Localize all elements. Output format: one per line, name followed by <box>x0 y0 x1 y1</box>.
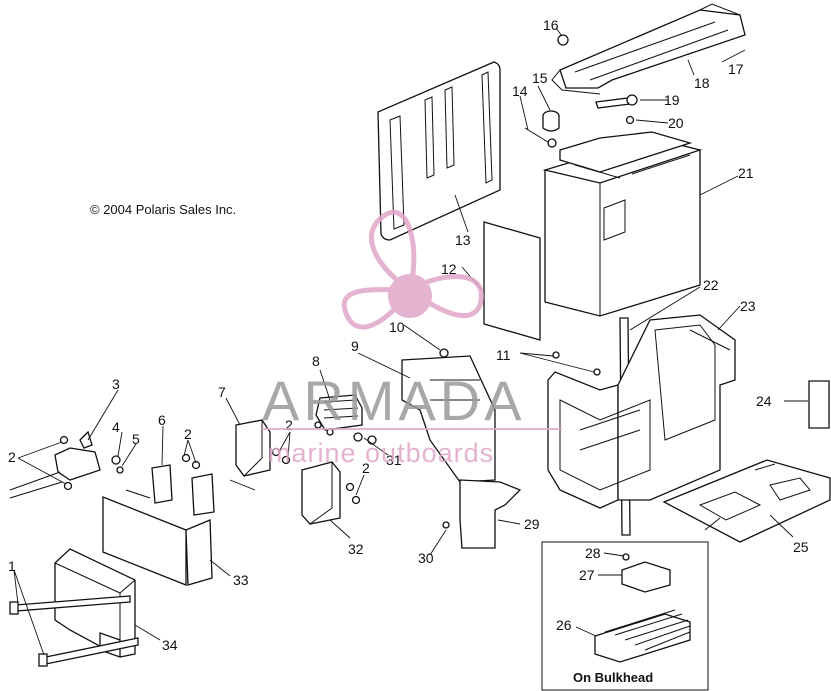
callout-30: 30 <box>418 550 434 566</box>
callout-6: 6 <box>158 412 166 428</box>
inset-caption: On Bulkhead <box>573 670 653 685</box>
part-screws-11 <box>552 351 601 376</box>
callout-15: 15 <box>532 70 548 86</box>
callout-18: 18 <box>694 75 710 91</box>
part-bracket-33 <box>102 489 213 586</box>
callout-9: 9 <box>351 338 359 354</box>
part-nut-5 <box>116 466 124 474</box>
part-relay-7 <box>235 419 271 477</box>
callout-2-left: 2 <box>8 449 16 465</box>
part-battery <box>542 131 703 317</box>
part-screws-2-mid <box>271 447 291 465</box>
copyright-text: © 2004 Polaris Sales Inc. <box>90 202 236 217</box>
leader-lines <box>13 27 808 656</box>
callout-5: 5 <box>132 431 140 447</box>
callout-20: 20 <box>668 115 684 131</box>
callout-16: 16 <box>543 17 559 33</box>
callout-29: 29 <box>524 516 540 532</box>
part-pad-12 <box>483 221 541 341</box>
part-terminals-31 <box>314 421 334 436</box>
part-battery-tray <box>547 314 736 509</box>
callout-2-relay7: 2 <box>285 417 293 433</box>
part-cable-14 <box>524 127 557 148</box>
part-nut-10 <box>439 348 449 358</box>
callout-21: 21 <box>738 165 754 181</box>
propeller-logo-icon <box>341 210 484 330</box>
callout-1: 1 <box>8 558 16 574</box>
part-terminal-cap-15 <box>542 110 560 132</box>
callout-19: 19 <box>664 92 680 108</box>
inset-on-bulkhead: On Bulkhead <box>541 541 709 691</box>
callout-10: 10 <box>389 319 405 335</box>
part-fuse-block-8 <box>315 394 377 445</box>
callout-17: 17 <box>728 61 744 77</box>
callout-25: 25 <box>793 539 809 555</box>
callout-24: 24 <box>756 393 772 409</box>
callout-13: 13 <box>455 232 471 248</box>
callout-26: 26 <box>556 617 572 633</box>
callout-8: 8 <box>312 353 320 369</box>
part-screw-30 <box>442 521 450 529</box>
callout-33: 33 <box>233 572 249 588</box>
part-harness-3 <box>9 430 101 499</box>
callout-27: 27 <box>579 567 595 583</box>
part-washer-4 <box>111 455 121 465</box>
watermark-brand: ARMADA <box>262 369 526 432</box>
part-relays-6 <box>151 453 215 516</box>
callout-2-relays: 2 <box>184 426 192 442</box>
watermark: ARMADA marine outboards <box>262 210 562 468</box>
part-base-plate-25 <box>662 459 831 543</box>
callout-23: 23 <box>740 298 756 314</box>
part-hold-down-strap <box>551 3 746 95</box>
part-bolts-1 <box>9 595 139 667</box>
callout-22: 22 <box>703 277 719 293</box>
callout-3: 3 <box>112 376 120 392</box>
part-nut-16 <box>557 34 569 46</box>
callout-28: 28 <box>585 545 601 561</box>
part-pad-24 <box>808 380 830 429</box>
callout-4: 4 <box>112 419 120 435</box>
watermark-tagline: marine outboards <box>268 438 494 468</box>
callout-31: 31 <box>386 452 402 468</box>
callout-14: 14 <box>512 83 528 99</box>
part-washer-20 <box>625 115 635 125</box>
part-splash-plate-13 <box>377 61 501 241</box>
callout-12: 12 <box>441 261 457 277</box>
callout-labels: 1 2 2 2 2 3 4 5 6 7 8 9 10 11 12 13 14 1… <box>8 17 809 653</box>
callout-7: 7 <box>218 384 226 400</box>
part-bracket-29 <box>459 479 522 549</box>
part-bolt-19 <box>595 94 638 109</box>
part-module-32 <box>301 461 361 525</box>
callout-11: 11 <box>496 347 511 363</box>
callout-2-module32: 2 <box>362 460 370 476</box>
callout-32: 32 <box>348 541 364 557</box>
callout-34: 34 <box>162 637 178 653</box>
